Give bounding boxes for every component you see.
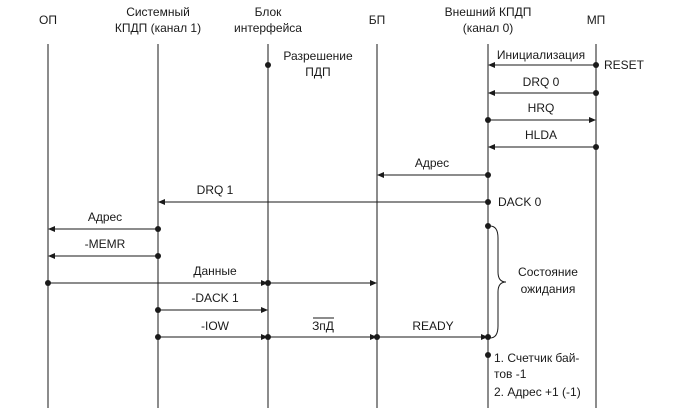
- message-memr-label: -MEMR: [85, 237, 126, 251]
- header-iface-line1: Блок: [255, 5, 283, 19]
- message-ready-arrowhead: [481, 334, 488, 340]
- message-hlda-label: HLDA: [525, 128, 557, 142]
- message-drq1-arrowhead: [158, 199, 165, 205]
- message-addr-op-dot: [155, 226, 161, 232]
- header-bp: БП: [369, 13, 386, 27]
- message-addr-bp-dot: [485, 172, 491, 178]
- message-hrq-label: HRQ: [528, 101, 555, 115]
- message-init-label: Инициализация: [497, 48, 585, 62]
- header-mp: МП: [587, 13, 606, 27]
- header-iface-line2: интерфейса: [234, 21, 302, 35]
- permit-dot: [265, 62, 271, 68]
- wait-brace: [489, 225, 507, 339]
- message-data-label: Данные: [193, 264, 237, 278]
- permit-label-line1: Разрешение: [283, 49, 353, 63]
- header-op: ОП: [39, 13, 57, 27]
- message-addr-bp-label: Адрес: [415, 156, 449, 170]
- message-drq1-dot: [485, 199, 491, 205]
- message-dack1-dot: [155, 307, 161, 313]
- message-ready-dot: [374, 334, 380, 340]
- header-sys-kdp-line1: Системный: [126, 5, 190, 19]
- message-addr-bp-arrowhead: [377, 172, 384, 178]
- message-hrq-arrowhead: [589, 117, 596, 123]
- message-data-mid-arrowhead: [261, 280, 268, 286]
- header-sys-kdp-line2: КПДП (канал 1): [115, 21, 201, 35]
- message-zpd-label: ЗпД: [312, 319, 334, 333]
- counter-note-line2: тов -1: [494, 367, 527, 381]
- message-iow-arrowhead: [261, 334, 268, 340]
- permit-label-line2: ПДП: [305, 65, 330, 79]
- message-iow-label: -IOW: [201, 319, 230, 333]
- message-data-arrowhead: [370, 280, 377, 286]
- message-drq1-label: DRQ 1: [197, 183, 234, 197]
- message-init-arrowhead: [488, 62, 495, 68]
- message-hlda-dot: [593, 144, 599, 150]
- message-hrq-dot: [485, 117, 491, 123]
- message-memr-arrowhead: [48, 253, 55, 259]
- message-drq0-dot: [593, 90, 599, 96]
- address-note: 2. Адрес +1 (-1): [494, 385, 581, 399]
- message-zpd-arrowhead: [370, 334, 377, 340]
- header-ext-kdp-line2: (канал 0): [463, 21, 514, 35]
- wait-label-line2: ожидания: [521, 282, 576, 296]
- message-data-dot-mid: [265, 280, 271, 286]
- message-ready-label: READY: [412, 319, 453, 333]
- message-zpd-dot: [265, 334, 271, 340]
- message-addr-op-label: Адрес: [88, 210, 122, 224]
- wait-label-line1: Состояние: [518, 265, 578, 279]
- message-hlda-arrowhead: [488, 144, 495, 150]
- dack0-label: DACK 0: [498, 195, 542, 209]
- wait-start-dot: [485, 223, 491, 229]
- message-addr-op-arrowhead: [48, 226, 55, 232]
- message-drq0-arrowhead: [488, 90, 495, 96]
- message-init-dot: [593, 62, 599, 68]
- message-iow-dot: [155, 334, 161, 340]
- header-ext-kdp-line1: Внешний КПДП: [445, 5, 532, 19]
- reset-label: RESET: [604, 58, 645, 72]
- message-memr-dot: [155, 253, 161, 259]
- wait-end-dot: [485, 334, 491, 340]
- message-dack1-label: -DACK 1: [191, 291, 239, 305]
- counter-note-line1: 1. Счетчик бай-: [494, 351, 579, 365]
- post-action-dot: [485, 352, 491, 358]
- message-drq0-label: DRQ 0: [523, 75, 560, 89]
- message-dack1-arrowhead: [261, 307, 268, 313]
- message-data-dot-start: [45, 280, 51, 286]
